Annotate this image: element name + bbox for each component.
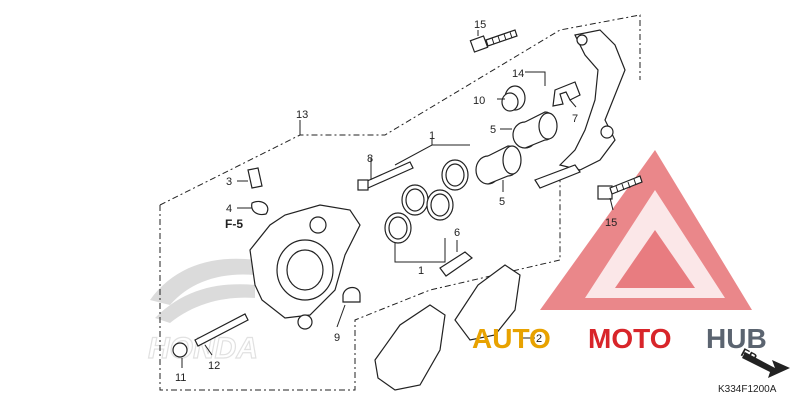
logo-moto: MOTO <box>588 323 671 354</box>
group-bracket-1-top <box>394 138 470 166</box>
bleeder-cap-4 <box>251 200 269 216</box>
nut-11 <box>172 342 188 358</box>
callout-9: 9 <box>334 332 340 344</box>
pad-shim-6 <box>439 251 473 277</box>
callout-12: 12 <box>208 360 220 372</box>
callout-5-lower: 5 <box>499 196 505 208</box>
dust-cap-9 <box>342 286 361 303</box>
caliper-bracket-14 <box>534 29 626 189</box>
honda-wing-watermark: HONDA <box>147 258 259 366</box>
caliper-body <box>249 204 361 330</box>
pad-spring-7 <box>552 81 581 107</box>
callout-3: 3 <box>226 176 232 188</box>
bolt-15-right <box>597 175 643 200</box>
callout-10: 10 <box>473 95 485 107</box>
group-outline-13 <box>159 180 561 391</box>
callout-4: 4 <box>226 203 232 215</box>
piston-seals-1 <box>384 159 469 244</box>
diagram-code: K334F1200A <box>718 384 777 395</box>
callout-13: 13 <box>296 109 308 121</box>
logo-hub: HUB <box>706 323 767 354</box>
piston-5-lower <box>475 145 522 185</box>
group-outline-13-top <box>159 14 641 206</box>
callout-8: 8 <box>367 153 373 165</box>
leader-lines <box>181 30 614 368</box>
piston-5-upper <box>512 111 558 149</box>
bolt-15-top <box>469 29 518 53</box>
bleeder-valve-3 <box>247 167 263 189</box>
callout-5-upper: 5 <box>490 124 496 136</box>
boot-10 <box>501 85 526 112</box>
slide-pin-8 <box>357 161 414 191</box>
callout-7: 7 <box>572 113 578 125</box>
callout-1-lower: 1 <box>418 265 424 277</box>
callout-15-right: 15 <box>605 217 617 229</box>
callout-1-upper: 1 <box>429 130 435 142</box>
brake-pads-2 <box>374 264 521 391</box>
callout-6: 6 <box>454 227 460 239</box>
callout-11: 11 <box>175 372 186 384</box>
warning-triangle-logo <box>540 150 752 310</box>
pin-12 <box>194 313 249 347</box>
group-bracket-1-bottom <box>394 235 446 263</box>
callout-14: 14 <box>512 68 524 80</box>
logo-auto: AUTO <box>472 323 551 354</box>
callout-15-top: 15 <box>474 19 486 31</box>
callout-2: 2 <box>536 333 542 345</box>
reference-f5: F-5 <box>225 217 243 231</box>
automotohub-logo: AUTO MOTO HUB <box>472 323 767 354</box>
